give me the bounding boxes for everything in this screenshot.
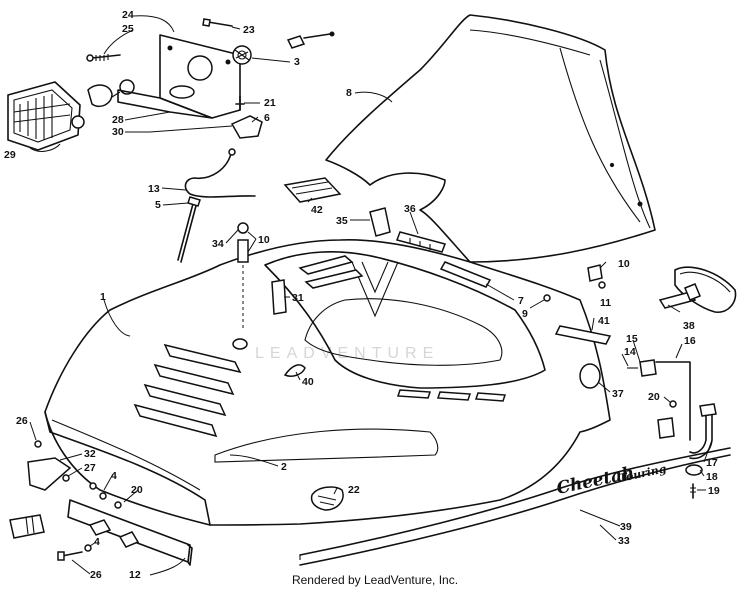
callout-32: 32	[84, 448, 96, 460]
callout-35: 35	[336, 215, 348, 227]
fastener-9	[543, 294, 551, 302]
cable-13	[184, 148, 256, 198]
callout-27: 27	[84, 462, 96, 474]
latch-40	[283, 364, 306, 377]
callout-26a: 26	[16, 415, 28, 427]
fastener-20b	[114, 501, 122, 509]
rod-16	[655, 361, 691, 441]
callout-37: 37	[612, 388, 624, 400]
callout-20a: 20	[648, 391, 660, 403]
callout-12: 12	[129, 569, 141, 581]
headlight	[7, 81, 85, 151]
headlight-bracket	[117, 34, 241, 119]
callout-39: 39	[620, 521, 632, 533]
grommet	[232, 338, 248, 350]
fastener-4a	[89, 482, 107, 500]
callout-3: 3	[294, 56, 300, 68]
callout-40: 40	[302, 376, 314, 388]
mirror	[658, 266, 737, 313]
callout-33: 33	[618, 535, 630, 547]
fastener-4b	[84, 544, 92, 552]
hood	[44, 238, 611, 526]
callout-5: 5	[155, 199, 161, 211]
plate-42	[283, 177, 342, 203]
callout-4a: 4	[111, 470, 117, 482]
fastener-10-11	[587, 264, 606, 289]
side-decal: Cheetah Touring	[299, 447, 731, 566]
callout-18: 18	[706, 471, 718, 483]
callout-14: 14	[624, 346, 636, 358]
callout-7: 7	[518, 295, 524, 307]
callout-1: 1	[100, 291, 106, 303]
fitting-17	[689, 403, 717, 460]
latch-34	[237, 222, 249, 330]
callout-34: 34	[212, 238, 224, 250]
front-bumper	[67, 499, 193, 566]
callout-13: 13	[148, 183, 160, 195]
strip-41	[554, 325, 612, 345]
callout-41: 41	[598, 315, 610, 327]
callout-15: 15	[626, 333, 638, 345]
bracket-20	[657, 400, 677, 439]
callout-42: 42	[311, 204, 323, 216]
fastener-26a	[34, 440, 42, 448]
callout-6: 6	[264, 112, 270, 124]
watermark: LEADVENTURE	[255, 261, 439, 362]
bolt-26b	[57, 551, 83, 561]
callout-22: 22	[348, 484, 360, 496]
callout-30: 30	[112, 126, 124, 138]
callout-29: 29	[4, 149, 16, 161]
callout-23: 23	[243, 24, 255, 36]
callout-24: 24	[122, 9, 134, 21]
clip-15	[639, 359, 657, 377]
strip-36	[396, 231, 446, 253]
callout-21: 21	[264, 97, 276, 109]
callout-26b: 26	[90, 569, 102, 581]
callout-17: 17	[706, 457, 718, 469]
callout-10b: 10	[618, 258, 630, 270]
callout-28: 28	[112, 114, 124, 126]
leader-lines	[29, 15, 713, 576]
screws-24-25	[86, 54, 121, 62]
callout-8: 8	[346, 87, 352, 99]
bracket-32	[27, 457, 72, 491]
callout-11: 11	[600, 297, 611, 309]
callout-19: 19	[708, 485, 720, 497]
pad-35	[369, 207, 391, 237]
screw-19	[690, 483, 696, 499]
callout-9: 9	[522, 308, 528, 320]
bracket-6	[230, 115, 263, 139]
callout-4b: 4	[94, 536, 100, 548]
wire-connector	[286, 31, 335, 49]
callout-16: 16	[684, 335, 696, 347]
backing-block	[9, 514, 45, 539]
callout-labels: 24 25 23 3 29 28 30 21 6 8 13 5 42 35 36…	[4, 9, 720, 581]
fastener-27	[62, 474, 70, 482]
adjuster-knob	[232, 45, 252, 65]
headlight-bulb	[87, 79, 135, 108]
callout-38: 38	[683, 320, 695, 332]
strip-7	[439, 261, 492, 288]
callout-25: 25	[122, 23, 134, 35]
bolt-23	[202, 18, 233, 27]
footer-credit: Rendered by LeadVenture, Inc.	[291, 573, 459, 587]
grommet-18	[685, 464, 703, 476]
callout-10a: 10	[258, 234, 270, 246]
callout-2: 2	[281, 461, 287, 473]
windshield	[325, 14, 656, 263]
callout-31: 31	[292, 292, 304, 304]
grommet-37	[579, 363, 601, 389]
callout-20b: 20	[131, 484, 143, 496]
hinge-31	[271, 279, 287, 315]
clip-21	[235, 95, 245, 111]
watermark-text: LEADVENTURE	[255, 345, 439, 362]
callout-36: 36	[404, 203, 416, 215]
prop-rod	[177, 196, 201, 263]
